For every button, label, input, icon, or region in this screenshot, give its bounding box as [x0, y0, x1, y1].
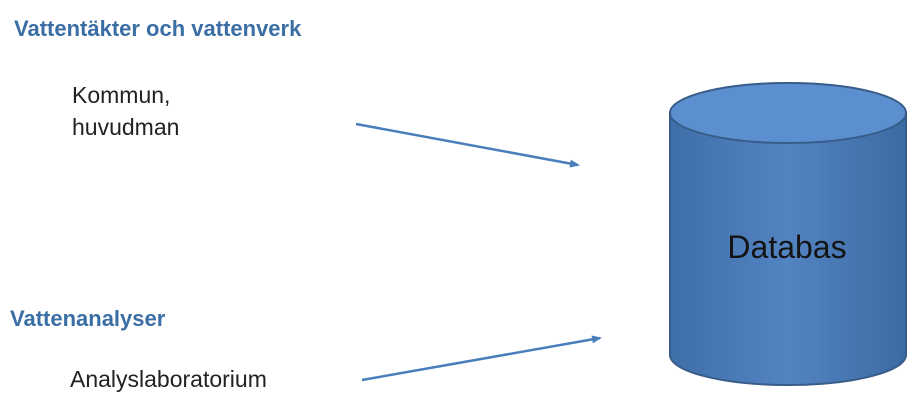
source-laboratory: Analyslaboratorium — [70, 363, 267, 395]
source-line-municipality: Kommun, — [72, 82, 171, 108]
source-line-principal: huvudman — [72, 114, 180, 140]
database-label: Databas — [727, 229, 847, 265]
arrow-top — [355, 122, 580, 168]
heading-water-sources: Vattentäkter och vattenverk — [14, 16, 302, 41]
source-municipality: Kommun, huvudman — [72, 79, 179, 143]
source-line-laboratory: Analyslaboratorium — [70, 366, 267, 392]
database-cylinder — [669, 82, 907, 386]
heading-water-analyses: Vattenanalyser — [10, 306, 166, 331]
arrow-bottom — [361, 335, 602, 382]
